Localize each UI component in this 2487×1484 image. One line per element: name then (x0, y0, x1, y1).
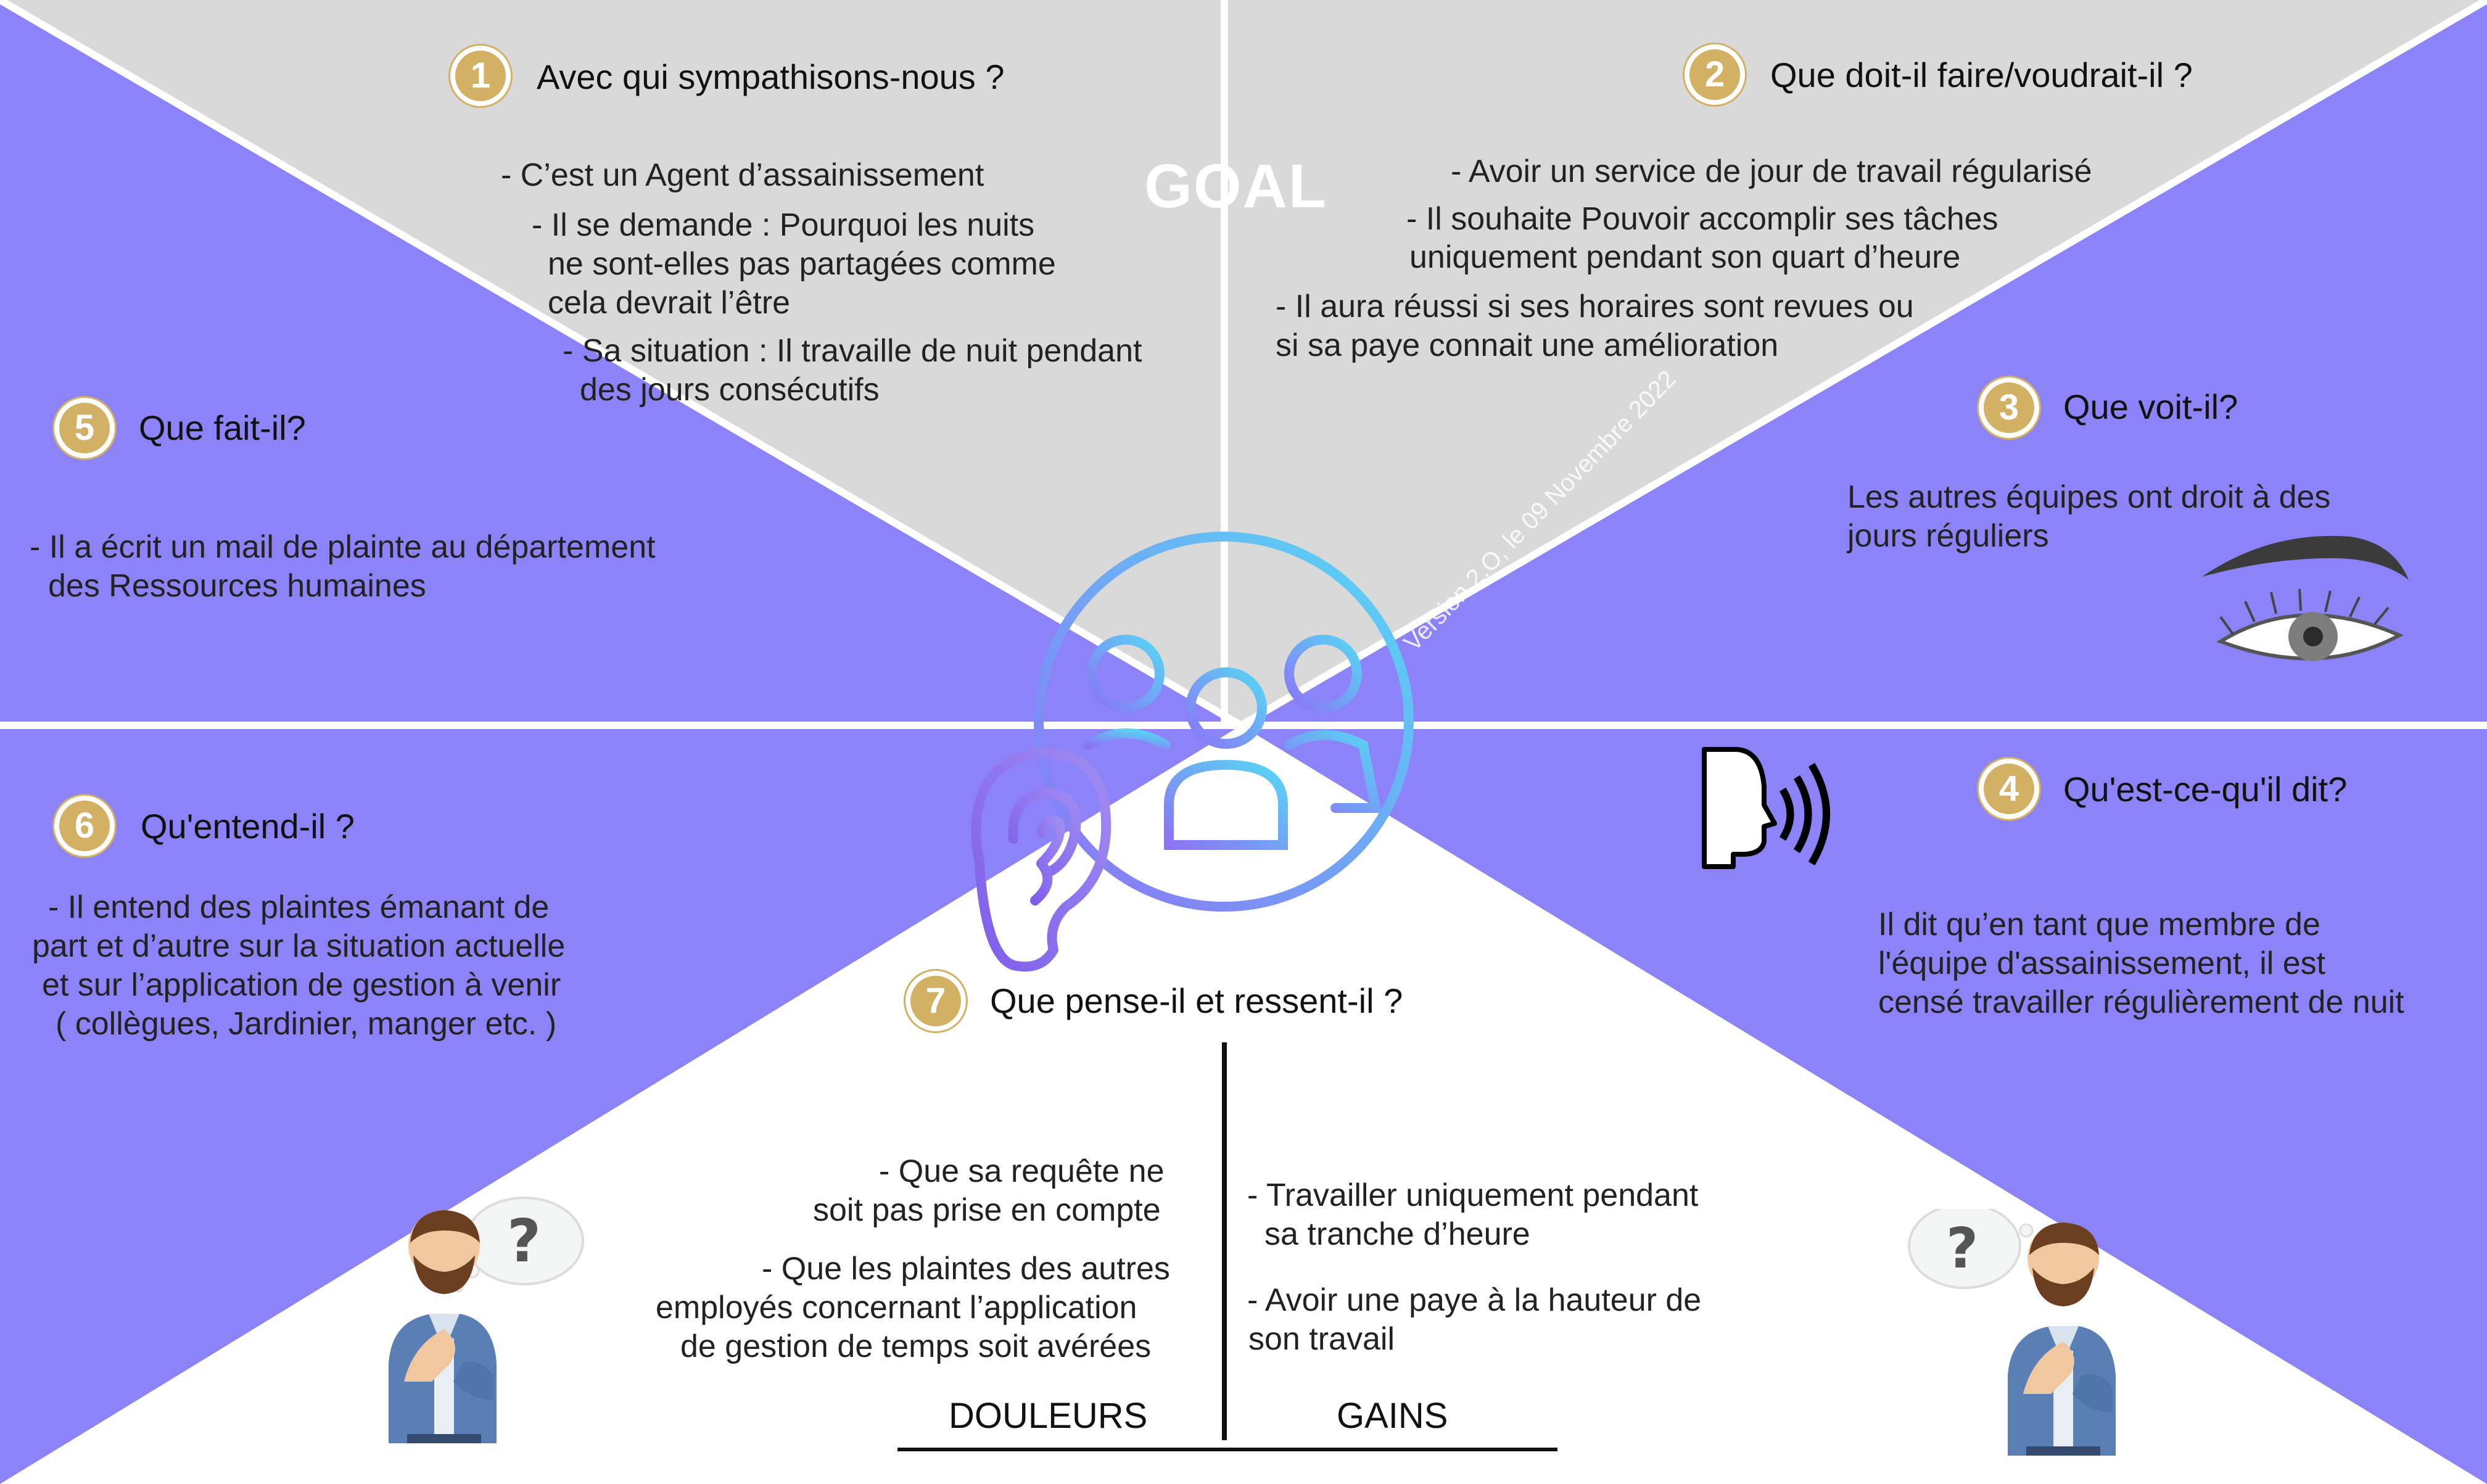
section-3-line-2: jours réguliers (1847, 518, 2049, 554)
section-2-line-2: - Il souhaite Pouvoir accomplir ses tâch… (1406, 201, 1998, 237)
diagonal-divider-right (1239, 0, 2487, 729)
section-6-title: Qu'entend-il ? (141, 807, 355, 846)
pains-line-1: - Que sa requête ne (879, 1153, 1165, 1189)
badge-5: 5 (54, 398, 115, 458)
section-1-title: Avec qui sympathisons-nous ? (537, 57, 1005, 96)
section-2-line-1: - Avoir un service de jour de travail ré… (1451, 154, 2092, 189)
gains-line-1: - Travailler uniquement pendant (1247, 1177, 1699, 1213)
section-2-line-3: uniquement pendant son quart d’heure (1409, 239, 1961, 275)
section-3-line-1: Les autres équipes ont droit à des (1847, 479, 2331, 515)
section-6-line-4: ( collègues, Jardinier, manger etc. ) (56, 1006, 557, 1042)
section-1-line-3: ne sont-elles pas partagées comme (548, 246, 1056, 282)
section-5-line-2: des Ressources humaines (48, 568, 426, 604)
section-1-line-2: - Il se demande : Pourquoi les nuits (532, 207, 1035, 243)
gains-line-4: son travail (1248, 1321, 1395, 1357)
top-grey-panel (0, 0, 2487, 725)
badge-6: 6 (54, 796, 115, 856)
badge-7: 7 (905, 971, 966, 1031)
badge-4: 4 (1979, 759, 2039, 819)
left-lower-panel (0, 725, 1241, 1484)
section-1-line-5: - Sa situation : Il travaille de nuit pe… (563, 333, 1142, 369)
pains-line-4: employés concernant l’application (656, 1290, 1137, 1325)
svg-text:?: ? (1946, 1216, 1978, 1281)
section-5-line-1: - Il a écrit un mail de plainte au dépar… (30, 529, 656, 565)
section-7-title: Que pense-il et ressent-il ? (990, 981, 1403, 1020)
section-1-line-4: cela devrait l’être (548, 285, 791, 321)
gains-line-2: sa tranche d’heure (1264, 1216, 1530, 1252)
diagonal-divider-left (0, 0, 1244, 729)
pains-line-3: - Que les plaintes des autres (762, 1251, 1170, 1287)
section-4-title: Qu'est-ce-qu'il dit? (2063, 770, 2348, 809)
section-1-line-6: des jours consécutifs (580, 372, 880, 408)
pains-line-2: soit pas prise en compte (813, 1192, 1161, 1228)
eye-icon (2202, 535, 2409, 661)
thinking-man-right: ? (1908, 1209, 2116, 1456)
section-2-line-4: - Il aura réussi si ses horaires sont re… (1276, 289, 1914, 324)
target-people-icon (1034, 513, 1439, 927)
section-6-line-1: - Il entend des plaintes émanant de (48, 889, 550, 925)
badge-1: 1 (450, 46, 511, 106)
section-4-line-1: Il dit qu’en tant que membre de (1878, 907, 2320, 942)
section-5-title: Que fait-il? (139, 408, 306, 447)
section-6-line-2: part et d’autre sur la situation actuell… (32, 928, 566, 964)
speaking-head-icon (1702, 747, 1830, 869)
pains-line-5: de gestion de temps soit avérées (680, 1329, 1152, 1364)
gains-label: GAINS (1337, 1396, 1448, 1436)
section-1-line-1: - C’est un Agent d’assainissement (501, 157, 984, 193)
section-6-line-3: et sur l’application de gestion à venir (42, 967, 561, 1003)
section-2-line-5: si sa paye connait une amélioration (1276, 328, 1779, 363)
section-3-title: Que voit-il? (2063, 387, 2238, 426)
badge-3: 3 (1979, 377, 2039, 438)
right-lower-panel (1241, 725, 2487, 1484)
goal-label: GOAL (1144, 152, 1327, 221)
pains-label: DOULEURS (949, 1396, 1148, 1436)
section-4-line-2: l'équipe d'assainissement, il est (1878, 946, 2326, 981)
thinking-man-left: ? (389, 1197, 584, 1443)
section-4-line-3: censé travailler régulièrement de nuit (1878, 984, 2404, 1020)
badge-2: 2 (1685, 44, 1745, 105)
ear-icon (971, 748, 1112, 972)
gains-line-3: - Avoir une paye à la hauteur de (1247, 1282, 1702, 1318)
svg-text:?: ? (507, 1208, 541, 1276)
section-2-title: Que doit-il faire/voudrait-il ? (1770, 56, 2193, 94)
